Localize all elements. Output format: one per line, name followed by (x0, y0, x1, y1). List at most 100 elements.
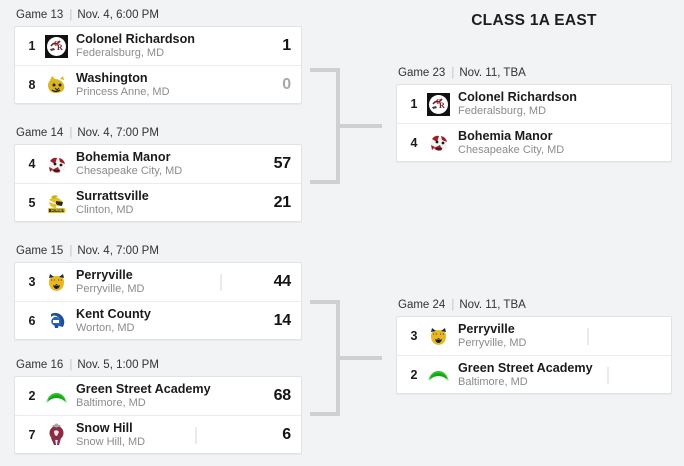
connector-upper-out (336, 124, 382, 128)
team-city: Federalsburg, MD (458, 105, 547, 118)
team-score: 57 (273, 155, 292, 172)
game-card-15[interactable]: 3 Perryville Perryville, MD 44 6 Kent Co… (14, 262, 302, 340)
connector-lower-out (336, 356, 382, 360)
team-identity: Perryville Perryville, MD (458, 322, 661, 349)
game-card-24[interactable]: 3 Perryville Perryville, MD 2 Green Stre… (396, 316, 672, 394)
team-seed: 3 (410, 329, 418, 343)
team-row[interactable]: 2 Green Street Academy Baltimore, MD (397, 355, 671, 393)
team-name: Kent County (76, 306, 151, 321)
row-tick-artifact (195, 427, 197, 444)
team-score: 1 (282, 37, 291, 54)
team-row[interactable]: 8 Washington Princess Anne, MD 0 (15, 65, 301, 103)
header-separator: | (451, 299, 455, 311)
game-label-15: Game 15 (16, 245, 64, 257)
team-seed: 1 (410, 97, 418, 111)
team-row[interactable]: 4 Bohemia Manor Chesapeake City, MD 57 (15, 145, 301, 183)
team-seed: 3 (28, 275, 36, 289)
team-identity: Snow Hill Snow Hill, MD (76, 421, 269, 448)
svg-text:R: R (439, 101, 445, 110)
washington-jaguar-logo (43, 71, 70, 98)
svg-text:C: C (436, 98, 441, 106)
header-separator: | (69, 127, 73, 139)
team-name: Washington (76, 70, 148, 85)
team-row[interactable]: 7 Snow Hill Snow Hill, MD 6 (15, 415, 301, 453)
team-seed: 8 (28, 77, 36, 92)
team-seed: 4 (28, 157, 36, 171)
team-identity: Washington Princess Anne, MD (76, 71, 269, 98)
team-name: Green Street Academy (76, 382, 211, 397)
team-seed: 1 (28, 39, 36, 53)
game-header-14: Game 14 | Nov. 4, 7:00 PM (14, 126, 302, 140)
team-identity: Kent County Worton, MD (76, 307, 269, 334)
team-name: Perryville (76, 268, 133, 283)
svg-text:R: R (57, 43, 63, 52)
game-date-13: Nov. 4, 6:00 PM (77, 9, 159, 21)
team-name: Bohemia Manor (76, 150, 171, 165)
team-row[interactable]: 6 Kent County Worton, MD 14 (15, 301, 301, 339)
team-seed: 2 (410, 367, 418, 382)
team-row[interactable]: 5 HORNETS Surrattsville Clinton, MD 21 (15, 183, 301, 221)
team-city: Chesapeake City, MD (76, 165, 183, 178)
svg-text:C: C (54, 40, 59, 48)
team-row[interactable]: 2 Green Street Academy Baltimore, MD 68 (15, 377, 301, 415)
game-label-16: Game 16 (16, 359, 64, 371)
team-seed: 2 (28, 389, 36, 403)
svg-text:HORNETS: HORNETS (51, 209, 67, 213)
team-identity: Colonel Richardson Federalsburg, MD (76, 32, 269, 59)
team-name: Surrattsville (76, 188, 149, 203)
game-date-14: Nov. 4, 7:00 PM (77, 127, 159, 139)
game-label-24: Game 24 (398, 299, 446, 311)
game-label-14: Game 14 (16, 127, 64, 139)
bohemia-manor-bear-logo (425, 129, 452, 156)
team-city: Perryville, MD (76, 283, 145, 296)
team-row[interactable]: 3 Perryville Perryville, MD (397, 317, 671, 355)
team-seed: 4 (410, 135, 418, 150)
team-score: 14 (273, 311, 292, 329)
team-seed: 5 (28, 195, 36, 210)
surrattsville-hornet-logo: HORNETS (43, 189, 70, 216)
green-street-academy-logo (425, 361, 452, 388)
bohemia-manor-bear-logo (43, 151, 70, 178)
row-tick-artifact (607, 367, 609, 384)
team-name: Colonel Richardson (76, 32, 195, 47)
game-card-14[interactable]: 4 Bohemia Manor Chesapeake City, MD 57 5… (14, 144, 302, 222)
game-block-16: Game 16|Nov. 5, 1:00 PM 2 Green Street A… (14, 358, 302, 454)
snow-hill-logo (43, 421, 70, 448)
team-identity: Green Street Academy Baltimore, MD (458, 361, 661, 388)
game-header-13: Game 13 | Nov. 4, 6:00 PM (14, 8, 302, 22)
game-label-13: Game 13 (16, 9, 64, 21)
connector-upper-top (310, 68, 340, 72)
perryville-panther-logo (425, 323, 452, 350)
game-block-24: Game 24 | Nov. 11, TBA 3 Perryville Perryv… (396, 298, 672, 394)
game-date-15: Nov. 4, 7:00 PM (77, 245, 159, 257)
row-tick-artifact (220, 274, 222, 291)
header-separator: | (69, 9, 73, 21)
connector-upper-bottom (310, 180, 340, 184)
perryville-panther-logo (43, 269, 70, 296)
game-header-16: Game 16|Nov. 5, 1:00 PM (14, 358, 302, 372)
team-identity: Surrattsville Clinton, MD (76, 189, 269, 216)
team-name: Bohemia Manor (458, 128, 553, 143)
team-city: Baltimore, MD (76, 397, 146, 410)
header-separator: | (451, 67, 455, 79)
connector-lower-bottom (310, 412, 340, 416)
team-city: Federalsburg, MD (76, 47, 165, 60)
team-city: Princess Anne, MD (76, 85, 170, 98)
game-date-24: Nov. 11, TBA (459, 299, 526, 311)
team-score: 44 (273, 273, 292, 290)
game-header-23: Game 23|Nov. 11, TBA (396, 66, 672, 80)
team-row[interactable]: 4 Bohemia Manor Chesapeake City, MD (397, 123, 671, 161)
connector-lower-top (310, 300, 340, 304)
game-card-16[interactable]: 2 Green Street Academy Baltimore, MD 68 … (14, 376, 302, 454)
team-city: Clinton, MD (76, 203, 134, 216)
team-row[interactable]: 3 Perryville Perryville, MD 44 (15, 263, 301, 301)
